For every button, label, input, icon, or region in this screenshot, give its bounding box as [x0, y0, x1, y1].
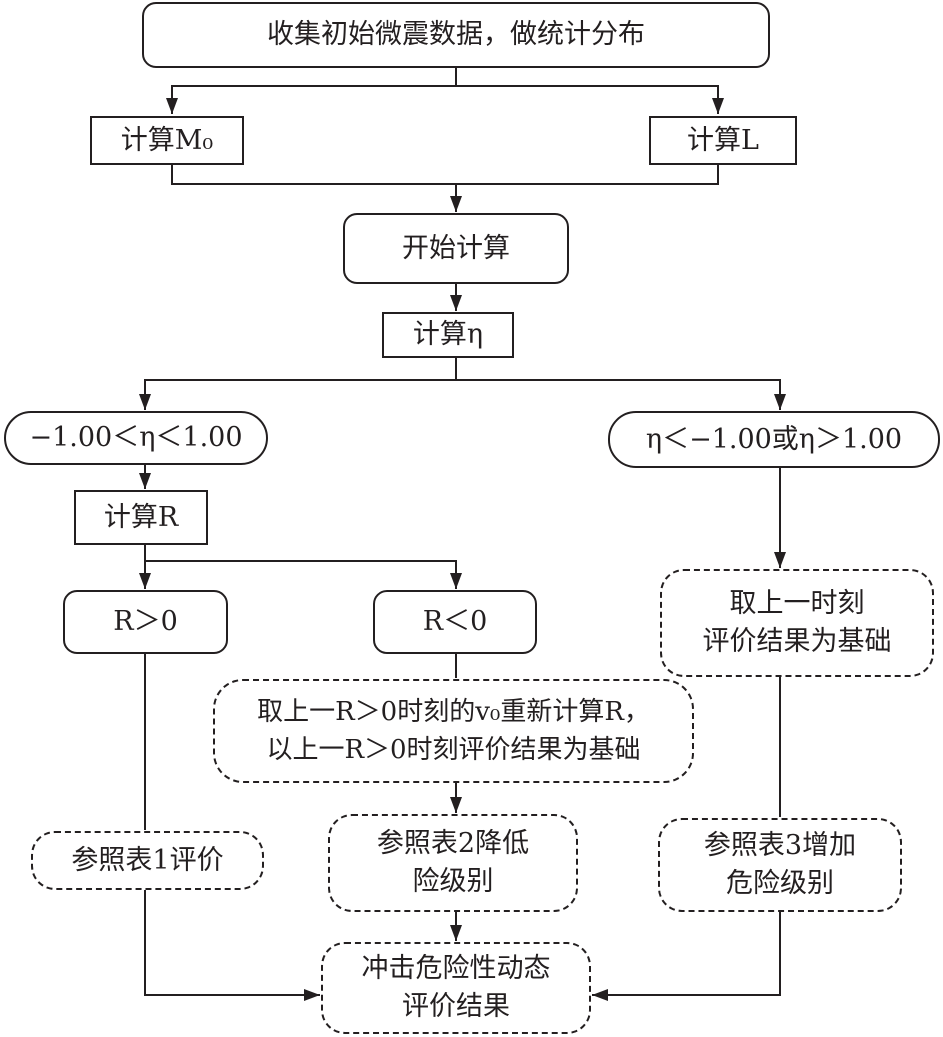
arrowhead [450, 196, 462, 212]
node-text: 开始计算 [402, 232, 510, 264]
arrowhead [139, 573, 151, 589]
node-text: −1.00＜η＜1.00 [29, 422, 243, 453]
connector-collect-split [171, 68, 457, 114]
arrowhead [166, 98, 178, 114]
connector-table1-result [144, 890, 320, 996]
node-text: 以上一R＞0时刻评价结果为基础 [266, 735, 641, 765]
node-table3-raise-risk: 参照表3增加 危险级别 [658, 818, 902, 912]
node-calc-r: 计算R [74, 490, 208, 545]
node-text: 参照表2降低 [376, 828, 530, 859]
node-text: 计算L [687, 124, 759, 156]
connector-eta-out [456, 379, 781, 410]
node-text: R＞0 [113, 606, 178, 637]
arrowhead [450, 573, 462, 589]
node-table1-evaluate: 参照表1评价 [31, 831, 264, 890]
arrowhead [304, 989, 320, 1001]
arrowhead [592, 989, 608, 1001]
node-eta-within-range: −1.00＜η＜1.00 [4, 411, 268, 465]
node-collect-data: 收集初始微震数据，做统计分布 [142, 2, 770, 68]
node-r-negative: R＜0 [373, 590, 537, 654]
node-r-positive: R＞0 [63, 590, 228, 654]
node-text: 收集初始微震数据，做统计分布 [267, 19, 645, 50]
arrowhead [774, 394, 786, 410]
node-text: 评价结果 [402, 991, 510, 1022]
arrowhead [139, 394, 151, 410]
node-text: 计算R [103, 501, 179, 533]
node-text: η＜−1.00或η＞1.00 [645, 423, 903, 455]
node-text: 参照表3增加 [703, 830, 857, 861]
connector-collect-l [456, 85, 719, 114]
connector-eta-split [144, 358, 457, 410]
node-calc-l: 计算L [649, 116, 797, 165]
arrowhead [712, 98, 724, 114]
arrowhead [450, 295, 462, 311]
node-calc-m0: 计算M₀ [90, 116, 244, 165]
connector-m0-merge [171, 165, 456, 185]
arrowhead [450, 925, 462, 941]
node-start-calc: 开始计算 [343, 213, 569, 284]
node-text: 计算η [412, 319, 484, 350]
node-text: 冲击危险性动态 [361, 953, 551, 984]
node-text: R＜0 [422, 606, 488, 637]
node-previous-moment: 取上一时刻 评价结果为基础 [660, 569, 934, 677]
arrowhead [774, 552, 786, 568]
connector-l-merge [456, 165, 719, 185]
node-text: 险级别 [412, 866, 494, 897]
node-recalculate-r: 取上一R＞0时刻的v₀重新计算R， 以上一R＞0时刻评价结果为基础 [213, 679, 694, 783]
node-text: 评价结果为基础 [702, 626, 892, 657]
node-eta-outside-range: η＜−1.00或η＞1.00 [608, 411, 940, 468]
connector-table3-result [592, 912, 781, 996]
arrowhead [450, 797, 462, 813]
node-text: 计算M₀ [120, 124, 214, 156]
node-text: 危险级别 [726, 868, 834, 899]
arrowhead [139, 473, 151, 489]
node-table2-lower-risk: 参照表2降低 险级别 [328, 814, 578, 912]
node-dynamic-evaluation-result: 冲击危险性动态 评价结果 [321, 942, 591, 1034]
connector-r-neg [145, 560, 457, 589]
node-calc-eta: 计算η [382, 312, 514, 358]
node-text: 取上一时刻 [729, 588, 865, 619]
node-text: 参照表1评价 [71, 844, 224, 876]
node-text: 取上一R＞0时刻的v₀重新计算R， [257, 697, 650, 727]
